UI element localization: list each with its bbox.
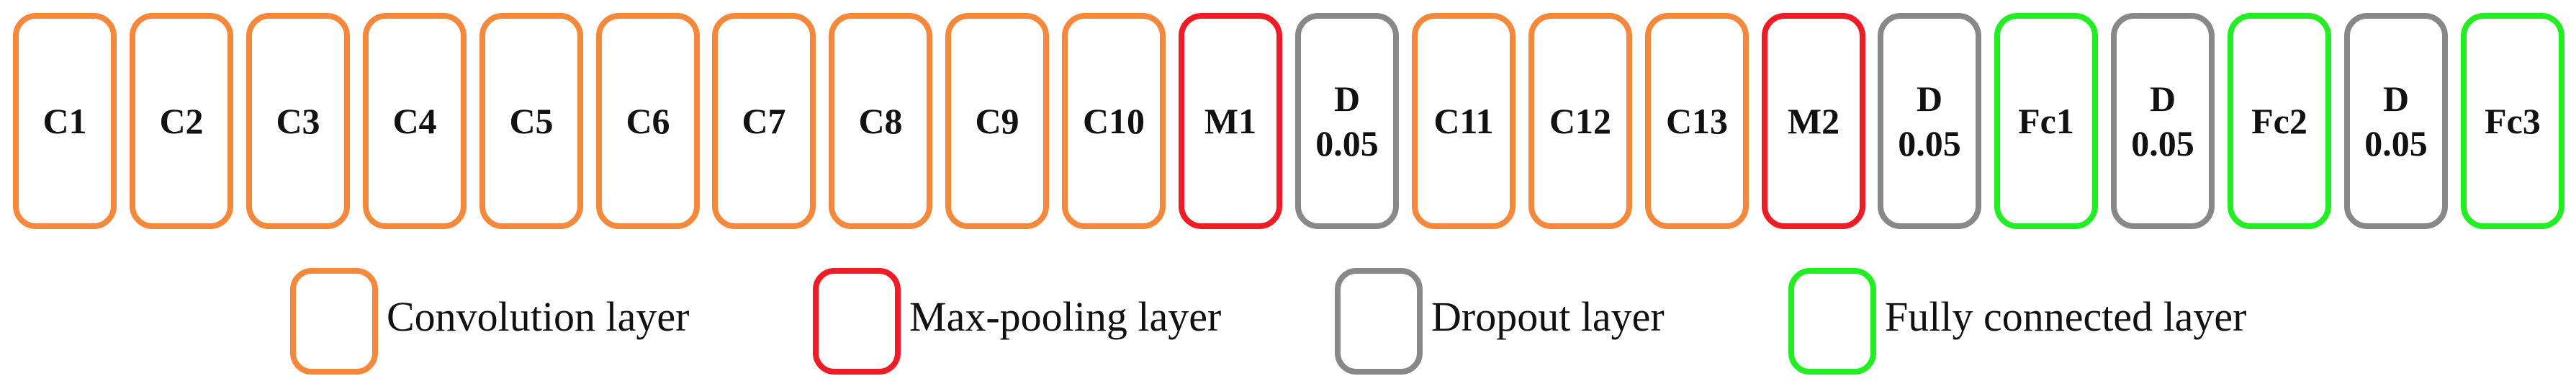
layer-label: C8 — [858, 100, 903, 141]
layer-box-7: C7 — [712, 13, 816, 229]
layer-label: C3 — [276, 100, 320, 141]
legend-label-max-pooling: Max-pooling layer — [909, 293, 1222, 340]
layer-label: D — [2149, 78, 2176, 119]
layer-box-11: M1 — [1179, 13, 1282, 229]
layer-box-14: C12 — [1528, 13, 1632, 229]
layer-box-13: C11 — [1412, 13, 1516, 229]
layer-label: Fc1 — [2018, 100, 2074, 141]
layer-label: C12 — [1549, 100, 1612, 141]
layer-box-15: C13 — [1645, 13, 1749, 229]
layer-box-6: C6 — [596, 13, 700, 229]
dropout-rate-label: 0.05 — [1898, 123, 1961, 164]
layer-label: D — [2382, 78, 2410, 119]
dropout-rate-label: 0.05 — [2364, 123, 2428, 164]
layer-box-1: C1 — [13, 13, 117, 229]
legend-swatch-dropout — [1335, 268, 1423, 375]
layer-label: C6 — [626, 100, 670, 141]
layer-box-2: C2 — [130, 13, 233, 229]
layer-label: D — [1333, 78, 1361, 119]
layer-label: C10 — [1082, 100, 1145, 141]
layer-box-18: Fc1 — [1994, 13, 2098, 229]
layer-box-10: C10 — [1062, 13, 1166, 229]
layer-label: C9 — [975, 100, 1019, 141]
layer-label: C11 — [1433, 100, 1494, 141]
layer-label: C1 — [42, 100, 87, 141]
legend: Convolution layer Max-pooling layer Drop… — [0, 259, 2576, 382]
layer-label: C7 — [742, 100, 786, 141]
layer-label: Fc3 — [2485, 100, 2541, 141]
layer-label: C13 — [1665, 100, 1729, 141]
legend-label-convolution: Convolution layer — [387, 293, 690, 340]
legend-swatch-fully-connected — [1788, 268, 1876, 375]
layer-box-8: C8 — [829, 13, 932, 229]
layer-box-16: M2 — [1762, 13, 1865, 229]
legend-swatch-max-pooling — [813, 268, 901, 375]
legend-label-fully-connected: Fully connected layer — [1885, 293, 2247, 340]
layer-label: C2 — [159, 100, 204, 141]
layer-label: M2 — [1787, 100, 1840, 141]
layer-box-4: C4 — [363, 13, 467, 229]
layer-label: C5 — [509, 100, 554, 141]
layer-label: D — [1916, 78, 1943, 119]
dropout-rate-label: 0.05 — [1315, 123, 1379, 164]
layer-label: C4 — [392, 100, 437, 141]
layer-box-3: C3 — [246, 13, 350, 229]
layer-label: M1 — [1204, 100, 1257, 141]
layer-box-20: Fc2 — [2228, 13, 2331, 229]
layer-box-9: C9 — [945, 13, 1049, 229]
dropout-rate-label: 0.05 — [2131, 123, 2194, 164]
layer-box-22: Fc3 — [2461, 13, 2564, 229]
layer-box-5: C5 — [479, 13, 583, 229]
legend-swatch-convolution — [290, 268, 378, 375]
layer-label: Fc2 — [2251, 100, 2307, 141]
legend-label-dropout: Dropout layer — [1431, 293, 1665, 340]
